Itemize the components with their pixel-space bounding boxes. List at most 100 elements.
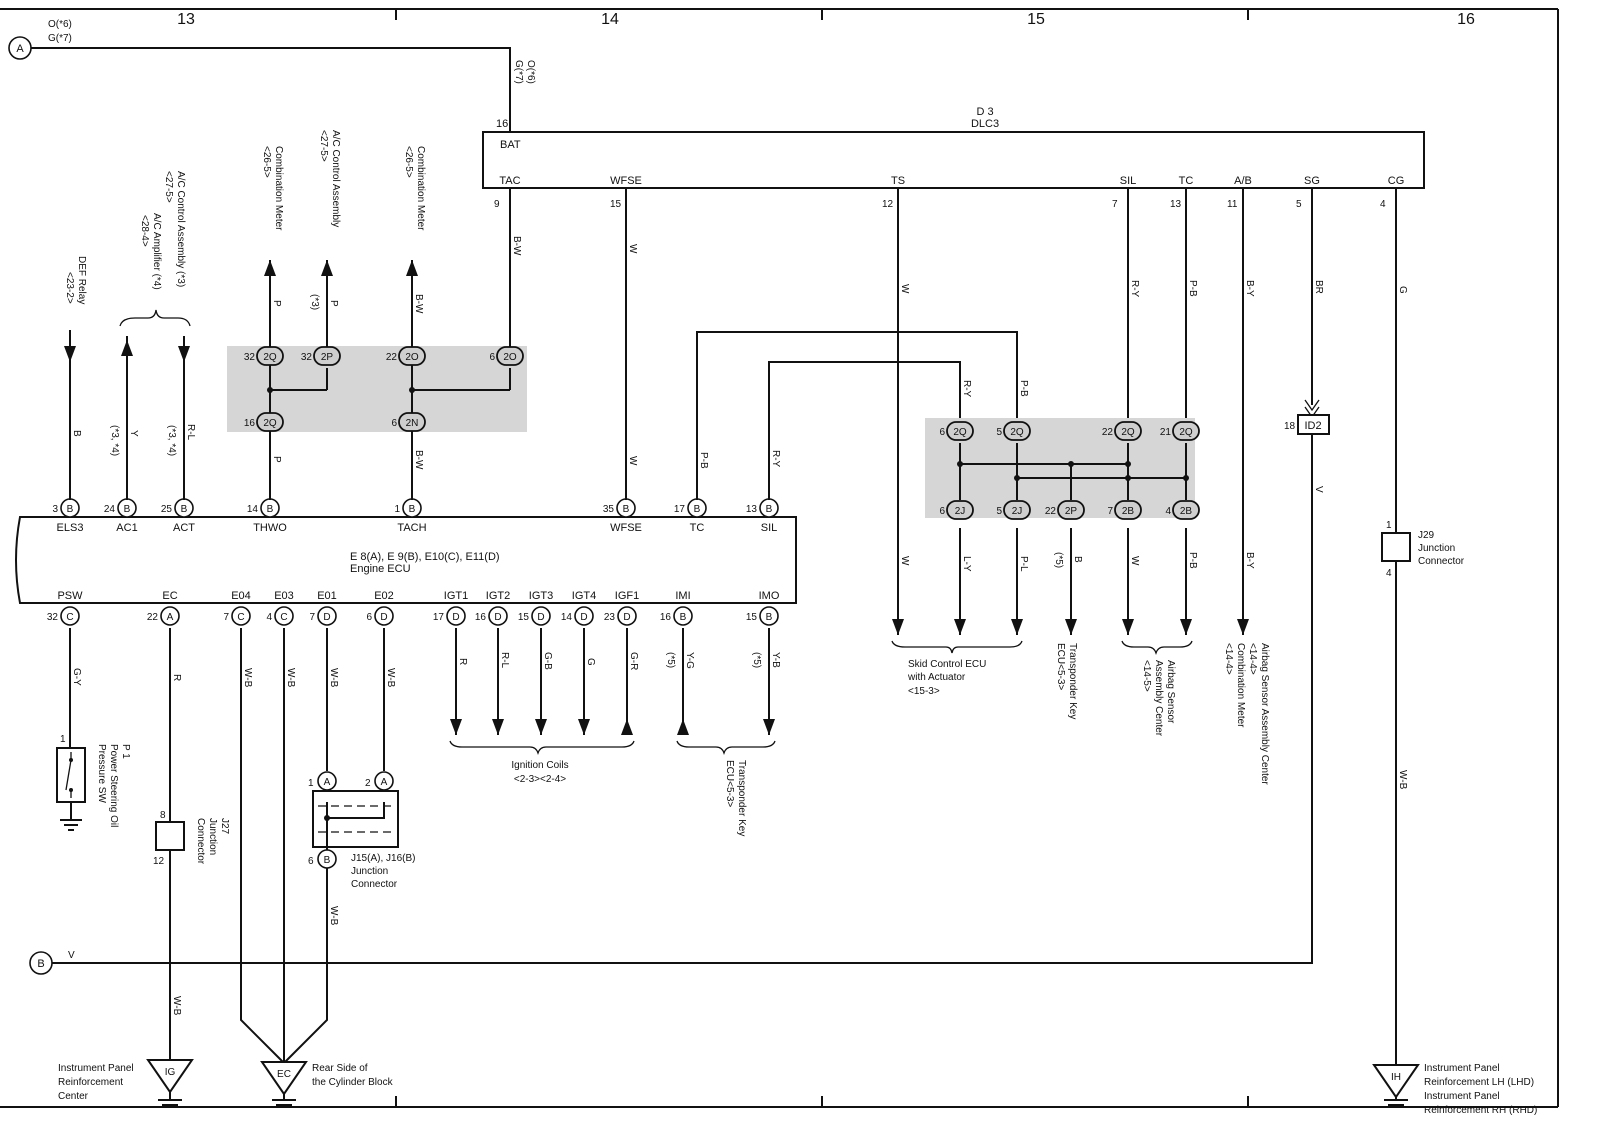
ecu-top-pin-label-6: TC: [690, 522, 705, 534]
wire-ts-color2: W: [899, 556, 910, 566]
junction-pin-num-10: 6: [939, 506, 945, 517]
dest-skid-2: with Actuator: [907, 672, 966, 683]
right-junction-ties: [957, 443, 1189, 500]
ecu-bottom-pin-conn-3: C: [280, 612, 287, 623]
dlc3-code: D 3: [976, 106, 993, 118]
id2-pin: 18: [1284, 421, 1296, 432]
dest-j15-2: Junction: [351, 866, 388, 877]
wire-ab-color1: B-Y: [1244, 280, 1255, 297]
dlc3-pin-label-5: A/B: [1234, 175, 1252, 187]
dlc3-pin-label-6: SG: [1304, 175, 1320, 187]
ecu-bottom-pin-num-7: 16: [475, 612, 487, 623]
wire-v-color: V: [1313, 486, 1324, 493]
j15-num-b: 6: [308, 856, 314, 867]
junction-pin-6: [946, 421, 974, 441]
ecu-bottom-pin-conn-4: D: [323, 612, 330, 623]
junction-pin-num-3: 6: [489, 352, 495, 363]
ecu-bottom-pin-conn-2: C: [237, 612, 244, 623]
dest-airbag2-1: Airbag Sensor Assembly Center: [1259, 643, 1270, 785]
wire-a-color-v2: G(*7): [513, 60, 524, 84]
wire-sil-dlc-color: R-Y: [1129, 280, 1140, 298]
dest-j27-3: Connector: [195, 818, 206, 865]
junction-pin-5: [398, 412, 426, 432]
ecu-bottom-pin-circle-1: [160, 606, 180, 626]
wire-2p-note: (*3): [309, 294, 320, 310]
wire-w-color: W: [1129, 556, 1140, 566]
dest-def-relay-1: DEF Relay: [76, 256, 87, 304]
dest-j29-3: Connector: [1418, 556, 1465, 567]
wire-ab-color2: B-Y: [1244, 552, 1255, 569]
ecu-top-pin-num-6: 17: [674, 504, 686, 515]
ecu-bottom-pin-circle-11: [673, 606, 693, 626]
ecu-top-pin-conn-1: B: [124, 504, 131, 515]
wires-ecu-top: B Y (*3, *4) R-L (*3, *4) P P P (*3) B-W…: [44, 188, 1411, 1065]
dest-gnd-ec-1: Rear Side of: [312, 1063, 368, 1074]
dest-j29-2: Junction: [1418, 543, 1455, 554]
wire-act-note: (*3, *4): [166, 425, 177, 456]
dest-comb-meter3-1: Combination Meter: [1235, 643, 1246, 728]
connector-b-label: B: [37, 958, 44, 970]
dest-def-relay-2: <23-2>: [64, 272, 75, 304]
j29-pin-b: 4: [1386, 568, 1392, 579]
dest-airbag1-1: Airbag Sensor: [1165, 660, 1176, 724]
wires-right-lower: L-Y P-L B (*5) W P-B: [891, 528, 1198, 656]
wire-pb-color: P-B: [1187, 552, 1198, 569]
ecu-bottom-pin-num-9: 14: [561, 612, 573, 623]
ground-ih-code: IH: [1391, 1072, 1401, 1083]
ecu-bottom-pin-label-5: E02: [374, 590, 394, 602]
junction-pin-label-13: 2B: [1122, 506, 1135, 517]
junction-pin-13: [1114, 500, 1142, 520]
ground-ec-code: EC: [277, 1069, 291, 1080]
dest-ac-ctrl-1: A/C Control Assembly (*3): [175, 171, 186, 287]
column-14: 14: [601, 11, 619, 28]
column-numbers: 13 14 15 16: [177, 11, 1475, 28]
j27-connector: [155, 821, 185, 851]
dest-gnd-ih-3: Instrument Panel: [1424, 1091, 1500, 1102]
junction-pin-num-0: 32: [244, 352, 256, 363]
ecu-codes: E 8(A), E 9(B), E10(C), E11(D): [350, 551, 500, 563]
ecu-bottom-pin-label-7: IGT2: [486, 590, 510, 602]
j15-num-a2: 2: [365, 778, 371, 789]
wire-thwo-color1: P: [271, 300, 282, 307]
junction-pin-label-10: 2J: [955, 506, 966, 517]
ecu-bottom-pin-conn-10: D: [623, 612, 630, 623]
junction-pin-num-5: 6: [391, 418, 397, 429]
ecu-bottom-pin-conn-12: B: [766, 612, 773, 623]
ground-ih: IH: [1372, 1064, 1420, 1106]
dest-transp2-1: Transponder Key: [736, 760, 747, 836]
dlc3-pin-num-6: 5: [1296, 199, 1302, 210]
dest-ac-ctrl-3: A/C Amplifier (*4): [151, 213, 162, 290]
junction-pin-label-2: 2O: [405, 352, 419, 363]
junction-pin-label-12: 2P: [1065, 506, 1078, 517]
dest-ign-2: <2-3><2-4>: [514, 774, 566, 785]
ecu-bottom-pin-num-2: 7: [223, 612, 229, 623]
wire-tc-dlc-color: P-B: [1187, 280, 1198, 297]
wire-ec-color2: W-B: [171, 996, 182, 1016]
ecu-top-pin-label-4: TACH: [397, 522, 426, 534]
j27-pin-b: 12: [153, 856, 165, 867]
wire-e02-color: W-B: [385, 668, 396, 688]
junction-pin-8: [1114, 421, 1142, 441]
ecu-top-pin-label-2: ACT: [173, 522, 195, 534]
ecu-bottom-pin-label-1: EC: [162, 590, 177, 602]
ecu-bottom-pin-circle-5: [374, 606, 394, 626]
p1-pin: 1: [60, 734, 66, 745]
wire-tach-color1: B-W: [413, 294, 424, 314]
ecu-bottom-pin-label-2: E04: [231, 590, 251, 602]
ecu-top-pin-label-7: SIL: [761, 522, 778, 534]
ecu-top-pin-conn-5: B: [623, 504, 630, 515]
dest-ac-ctrl-4: <28-4>: [139, 215, 150, 247]
wire-2p-color: P: [328, 300, 339, 307]
ecu-bottom-pin-label-11: IMI: [675, 590, 690, 602]
ecu-bottom-pin-num-5: 6: [366, 612, 372, 623]
dlc3-pin-num-3: 7: [1112, 199, 1118, 210]
engine-ecu: E 8(A), E 9(B), E10(C), E11(D) Engine EC…: [15, 516, 797, 604]
wire-sg-color: BR: [1313, 280, 1324, 294]
wire-igt2-color: R-L: [499, 652, 510, 669]
ecu-top-pin-conn-4: B: [409, 504, 416, 515]
ecu-bottom-pin-num-3: 4: [266, 612, 272, 623]
junction-pin-7: [1003, 421, 1031, 441]
ecu-top-pins: B3ELS3B24AC1B25ACTB14THWOB1TACHB35WFSEB1…: [52, 498, 779, 534]
wire-igt1-color: R: [457, 658, 468, 665]
